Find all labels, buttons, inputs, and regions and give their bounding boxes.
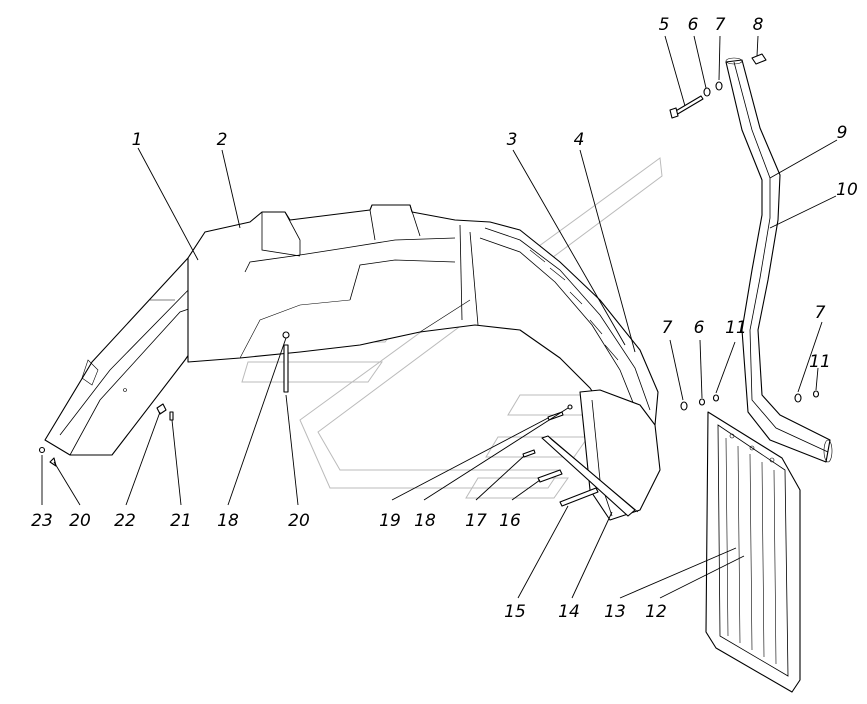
- callout-18a: 18: [217, 511, 239, 531]
- callout-18b: 18: [414, 511, 436, 531]
- callout-17: 17: [465, 511, 487, 531]
- callout-14: 14: [558, 602, 580, 622]
- callout-19: 19: [379, 511, 401, 531]
- callout-8: 8: [753, 15, 764, 35]
- callout-9: 9: [837, 123, 848, 143]
- callout-11a: 11: [725, 318, 747, 338]
- callout-3: 3: [507, 130, 518, 150]
- callout-10: 10: [836, 180, 858, 200]
- mud-flap: [705, 411, 801, 693]
- callout-11b: 11: [809, 352, 831, 372]
- callout-1: 1: [132, 130, 143, 150]
- callout-7b: 7: [662, 318, 673, 338]
- callout-20a: 20: [69, 511, 91, 531]
- callout-5: 5: [659, 15, 670, 35]
- hardware: [38, 53, 820, 507]
- callout-2: 2: [217, 130, 228, 150]
- callout-6a: 6: [688, 15, 699, 35]
- fender-arch-body: [187, 204, 659, 437]
- callout-23: 23: [31, 511, 53, 531]
- callout-labels: 1 2 3 4 5 6 7 8 9 10 7 6 11 7 11 23 20 2…: [31, 15, 858, 622]
- callout-22: 22: [114, 511, 136, 531]
- callout-13: 13: [604, 602, 626, 622]
- callout-4: 4: [574, 130, 585, 150]
- callout-15: 15: [504, 602, 526, 622]
- bracket-tube: [725, 57, 833, 463]
- callout-7a: 7: [715, 15, 726, 35]
- mounting-bar: [541, 435, 639, 517]
- callout-20b: 20: [288, 511, 310, 531]
- callout-16: 16: [499, 511, 521, 531]
- callout-7c: 7: [815, 303, 826, 323]
- callout-21: 21: [170, 511, 192, 531]
- callout-12: 12: [645, 602, 667, 622]
- leader-lines: [41, 35, 838, 599]
- callout-6b: 6: [694, 318, 705, 338]
